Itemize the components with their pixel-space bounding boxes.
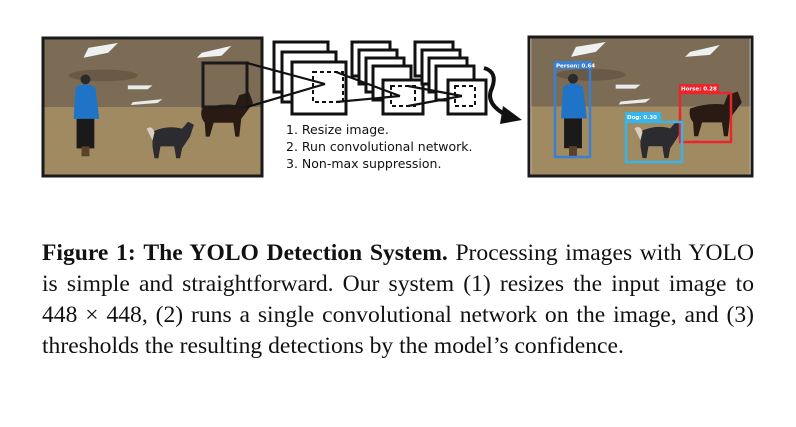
caption-title: The YOLO Detection System. <box>143 240 448 266</box>
detection-label: Person: 0.64 <box>556 64 595 70</box>
step-cnn: 2. Run convolutional network. <box>286 139 473 154</box>
detection-dog: Dog: 0.30 <box>624 112 684 164</box>
step-resize: 1. Resize image. <box>286 122 389 137</box>
projection-lines <box>246 61 463 109</box>
input-image <box>41 36 264 178</box>
cnn-layers <box>272 40 488 116</box>
caption-body: Processing images with YOLO is simple an… <box>42 240 754 359</box>
pipeline-steps: 1. Resize image. 2. Run convolutional ne… <box>286 121 473 172</box>
detection-label: Dog: 0.30 <box>627 115 657 121</box>
detection-label: Horse: 0.28 <box>681 87 717 93</box>
yolo-pipeline-figure: Person: 0.64 Horse: 0.28 Dog: 0.30 <box>41 35 754 178</box>
caption-label: Figure 1: <box>42 240 136 266</box>
output-arrow <box>483 66 522 124</box>
step-nms: 3. Non-max suppression. <box>286 156 442 171</box>
figure-caption: Figure 1: The YOLO Detection System. Pro… <box>42 238 754 362</box>
detection-horse: Horse: 0.28 <box>678 84 733 144</box>
detection-person: Person: 0.64 <box>553 61 595 159</box>
output-image: Person: 0.64 Horse: 0.28 Dog: 0.30 <box>527 35 754 178</box>
crop-region <box>201 61 249 109</box>
